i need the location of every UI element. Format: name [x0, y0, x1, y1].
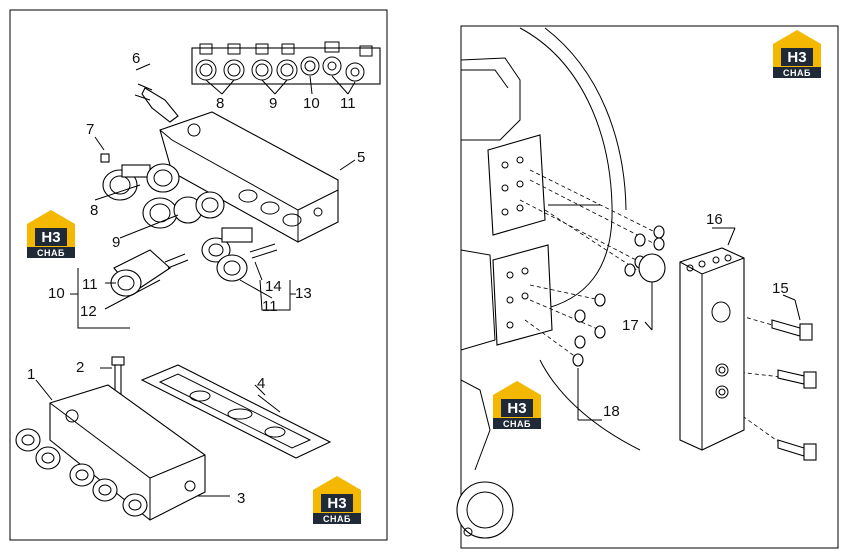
callout-4: 4: [257, 375, 265, 392]
callout-7: 7: [86, 121, 94, 138]
callout-2: 2: [76, 359, 84, 376]
callout-1: 1: [27, 366, 35, 383]
callout-6: 6: [132, 50, 140, 67]
valve-assembly-part-1: [15, 379, 230, 521]
sensor-part-6: [135, 63, 179, 123]
svg-text:СНАБ: СНАБ: [503, 419, 531, 429]
assembly-leaders: [519, 169, 791, 451]
svg-text:СНАБ: СНАБ: [783, 68, 811, 78]
brand-logo-right-middle: H3 СНАБ: [493, 381, 541, 429]
right-callout-leaders: [577, 282, 653, 421]
loose-solenoids: [110, 227, 278, 297]
callout-5: 5: [357, 149, 365, 166]
callout-9-top: 9: [269, 95, 277, 112]
callout-10-top: 10: [303, 95, 320, 112]
solenoid-cluster: [102, 163, 225, 229]
callout-18: 18: [603, 403, 620, 420]
gasket-part-4: [140, 364, 332, 459]
callout-8: 8: [90, 202, 98, 219]
bolts-part-15: [771, 294, 817, 461]
screw-part-7: [94, 136, 110, 163]
brand-logo-right-top: H3 СНАБ: [773, 30, 821, 78]
left-panel-frame: [9, 9, 388, 541]
callout-15: 15: [772, 280, 789, 297]
right-panel-frame: [460, 25, 839, 549]
callout-14: 14: [265, 278, 282, 295]
valve-block-part-16: [679, 227, 745, 451]
group-brackets: [70, 261, 296, 329]
callout-9: 9: [112, 234, 120, 251]
svg-text:H3: H3: [41, 229, 60, 246]
callout-11-top: 11: [340, 95, 356, 112]
svg-text:H3: H3: [787, 49, 806, 66]
callout-12: 12: [80, 303, 97, 320]
svg-text:H3: H3: [327, 495, 346, 512]
callout-3: 3: [237, 490, 245, 507]
callout-11-right: 11: [262, 298, 278, 315]
callout-8-top: 8: [216, 95, 224, 112]
connector-strip: [191, 41, 381, 85]
strip-leaders: [205, 75, 356, 95]
brand-logo-left: H3 СНАБ: [27, 210, 75, 258]
svg-text:H3: H3: [507, 400, 526, 417]
svg-text:СНАБ: СНАБ: [37, 248, 65, 258]
brand-logo-left-bottom: H3 СНАБ: [313, 476, 361, 524]
callout-16: 16: [706, 211, 723, 228]
callout-17: 17: [622, 317, 639, 334]
o-rings: [572, 225, 666, 367]
transmission-housing: [456, 27, 641, 539]
callout-10: 10: [48, 285, 65, 302]
svg-text:СНАБ: СНАБ: [323, 514, 351, 524]
callout-11-left: 11: [82, 276, 98, 293]
callout-13: 13: [295, 285, 312, 302]
